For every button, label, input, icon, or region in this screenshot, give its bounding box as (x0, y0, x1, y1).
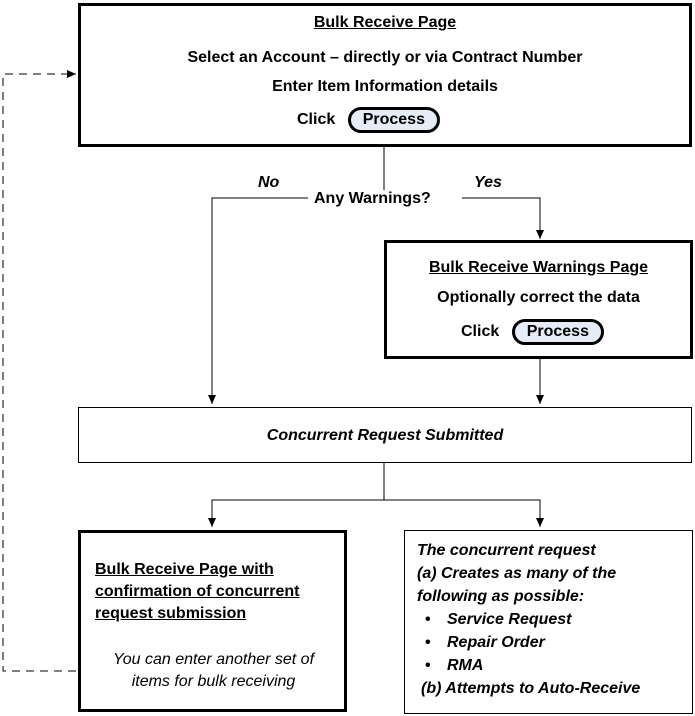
request-detail-box: The concurrent request (a) Creates as ma… (404, 530, 693, 714)
connector-to-request-detail (384, 499, 544, 527)
warnings-click-label: Click (461, 323, 500, 340)
enter-another-set-note: You can enter another set of items for b… (112, 651, 315, 690)
confirmation-page-title: Bulk Receive Page with confirmation of c… (95, 561, 300, 622)
select-account-instruction: Select an Account – directly or via Cont… (187, 49, 583, 66)
concurrent-request-label: Concurrent Request Submitted (266, 427, 504, 444)
bulk-receive-page-title: Bulk Receive Page (313, 14, 457, 31)
created-item-service-request: Service Request (417, 608, 688, 631)
any-warnings-decision: Any Warnings? (312, 190, 433, 208)
concurrent-request-box: Concurrent Request Submitted (78, 407, 692, 463)
click-process-row: Click Process (297, 107, 440, 133)
created-items-list: Service Request Repair Order RMA (417, 608, 688, 677)
connector-yes-branch (462, 197, 544, 239)
warnings-page-title: Bulk Receive Warnings Page (428, 259, 649, 276)
connector-no-branch (208, 197, 308, 404)
optionally-correct-instruction: Optionally correct the data (437, 289, 640, 306)
created-item-rma: RMA (417, 654, 688, 677)
warnings-click-process-row: Click Process (461, 319, 604, 345)
no-branch-label: No (258, 174, 280, 191)
request-detail-part-b: (b) Attempts to Auto-Receive (421, 680, 641, 697)
bulk-receive-page-box: Bulk Receive Page Select an Account – di… (78, 3, 692, 147)
yes-branch-label: Yes (474, 174, 502, 191)
click-label: Click (297, 111, 336, 128)
request-detail-part-a: (a) Creates as many of the following as … (417, 565, 617, 605)
process-button[interactable]: Process (347, 107, 440, 133)
connector-loop-back (2, 70, 76, 672)
connector-to-confirmation (208, 499, 384, 527)
enter-item-info-instruction: Enter Item Information details (272, 78, 498, 95)
warnings-process-button[interactable]: Process (511, 319, 604, 345)
confirmation-page-box: Bulk Receive Page with confirmation of c… (78, 530, 347, 712)
warnings-page-box: Bulk Receive Warnings Page Optionally co… (384, 240, 693, 359)
created-item-repair-order: Repair Order (417, 631, 688, 654)
request-detail-heading: The concurrent request (417, 542, 596, 559)
